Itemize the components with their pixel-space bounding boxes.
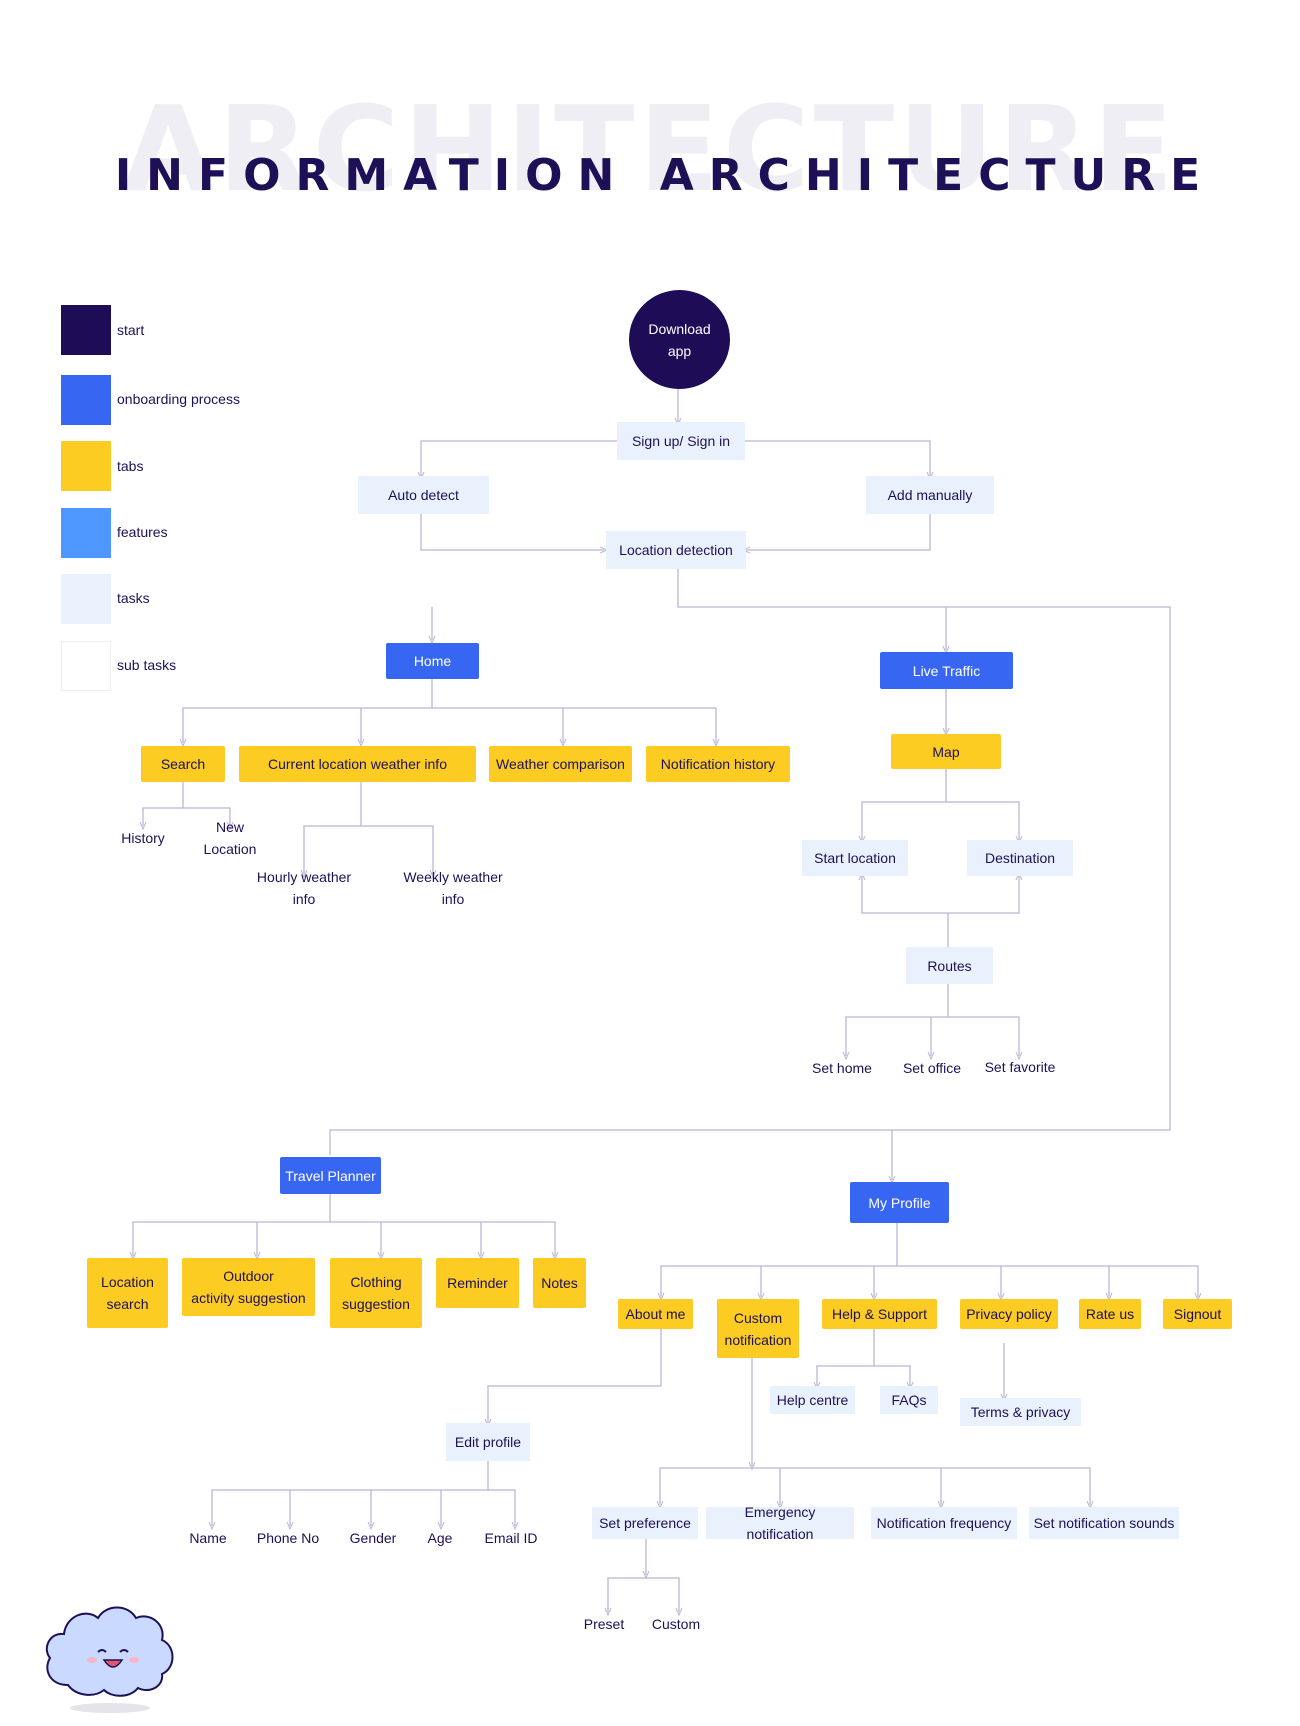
- connector: [183, 679, 433, 743]
- legend-swatch-subtasks: [61, 641, 111, 691]
- legend-label-subtasks: sub tasks: [117, 657, 177, 673]
- legend-swatch-features: [61, 508, 111, 558]
- connector: [745, 440, 930, 476]
- cloud-mascot-icon: [45, 1606, 174, 1713]
- node-phone-no: Phone No: [256, 1530, 320, 1546]
- legend-swatch-start: [61, 305, 111, 355]
- legend-label-tabs: tabs: [117, 458, 144, 474]
- node-routes: Routes: [906, 947, 993, 984]
- node-my-profile: My Profile: [850, 1182, 949, 1223]
- connector: [143, 782, 184, 826]
- connector: [133, 1194, 331, 1256]
- connector: [862, 876, 949, 947]
- node-notification-history: Notification history: [646, 746, 790, 782]
- node-signout: Signout: [1163, 1299, 1232, 1329]
- node-reminder: Reminder: [436, 1258, 519, 1308]
- legend-swatch-tasks: [61, 574, 111, 624]
- connector: [661, 1223, 898, 1297]
- node-custom: Custom: [651, 1616, 701, 1632]
- connector: [488, 1329, 662, 1423]
- node-age: Age: [427, 1530, 453, 1546]
- connector: [817, 1329, 875, 1386]
- connector: [420, 514, 604, 550]
- node-help-centre: Help centre: [770, 1386, 855, 1414]
- connector: [874, 1365, 910, 1386]
- legend-swatch-tabs: [61, 441, 111, 491]
- node-custom-notification: Custom notification: [717, 1299, 799, 1358]
- connector: [948, 876, 1019, 914]
- node-location-detection: Location detection: [606, 531, 746, 569]
- connector: [488, 1489, 515, 1526]
- connector: [862, 769, 947, 840]
- connector: [329, 569, 1171, 1155]
- node-travel-planner: Travel Planner: [280, 1157, 381, 1194]
- connector: [897, 1265, 1198, 1297]
- node-start-location: Start location: [802, 840, 908, 876]
- node-preset: Preset: [583, 1616, 625, 1632]
- node-live-traffic: Live Traffic: [880, 652, 1013, 689]
- node-new-location: New Location: [203, 819, 257, 857]
- node-notification-sounds: Set notification sounds: [1029, 1507, 1179, 1539]
- legend-label-start: start: [117, 322, 145, 338]
- node-auto-detect: Auto detect: [358, 476, 489, 514]
- node-gender: Gender: [349, 1530, 397, 1546]
- connector: [846, 984, 949, 1056]
- node-home: Home: [386, 643, 479, 679]
- connector: [421, 440, 617, 476]
- connector: [330, 1221, 555, 1256]
- legend-label-tasks: tasks: [117, 590, 150, 606]
- connector: [660, 1467, 752, 1505]
- node-notification-frequency: Notification frequency: [871, 1507, 1017, 1539]
- node-notes: Notes: [533, 1258, 586, 1308]
- node-outdoor-activity: Outdoor activity suggestion: [182, 1258, 315, 1316]
- node-privacy-policy: Privacy policy: [960, 1299, 1058, 1329]
- node-name: Name: [189, 1530, 227, 1546]
- node-search: Search: [141, 746, 225, 782]
- title-watermark: ARCHITECTURE: [122, 80, 1178, 218]
- connector: [212, 1461, 489, 1526]
- node-set-preference: Set preference: [592, 1507, 698, 1539]
- connector: [948, 1016, 1019, 1056]
- node-terms-privacy: Terms & privacy: [960, 1398, 1081, 1426]
- node-current-weather: Current location weather info: [239, 746, 476, 782]
- legend-swatch-onboarding: [61, 375, 111, 425]
- connector: [304, 782, 362, 874]
- node-weather-comparison: Weather comparison: [489, 746, 632, 782]
- node-add-manually: Add manually: [866, 476, 994, 514]
- node-hourly-weather: Hourly weather info: [256, 869, 352, 907]
- node-clothing-suggestion: Clothing suggestion: [330, 1258, 422, 1328]
- legend-label-features: features: [117, 524, 168, 540]
- node-set-home: Set home: [812, 1060, 872, 1076]
- node-sign-up: Sign up/ Sign in: [617, 422, 745, 460]
- connector: [361, 825, 433, 874]
- node-edit-profile: Edit profile: [446, 1423, 530, 1461]
- node-history: History: [121, 830, 165, 846]
- node-map: Map: [891, 734, 1001, 769]
- node-email-id: Email ID: [484, 1530, 538, 1546]
- connector: [646, 1577, 679, 1612]
- connector: [183, 807, 230, 826]
- node-set-office: Set office: [902, 1060, 962, 1076]
- node-rate-us: Rate us: [1079, 1299, 1141, 1329]
- node-location-search: Location search: [87, 1258, 168, 1328]
- page-title: INFORMATION ARCHITECTURE: [114, 150, 1216, 201]
- node-emergency-notification: Emergency notification: [706, 1504, 854, 1542]
- connector: [752, 1467, 1090, 1505]
- connector: [946, 801, 1019, 840]
- legend-label-onboarding: onboarding process: [117, 391, 240, 407]
- node-download-app: Download app: [629, 290, 730, 389]
- node-destination: Destination: [967, 840, 1073, 876]
- connector: [746, 514, 931, 550]
- node-weekly-weather: Weekly weather info: [403, 869, 503, 907]
- node-about-me: About me: [618, 1299, 693, 1329]
- node-help-support: Help & Support: [822, 1299, 937, 1329]
- node-faqs: FAQs: [880, 1386, 938, 1414]
- node-set-favorite: Set favorite: [984, 1059, 1056, 1075]
- connector: [608, 1577, 646, 1612]
